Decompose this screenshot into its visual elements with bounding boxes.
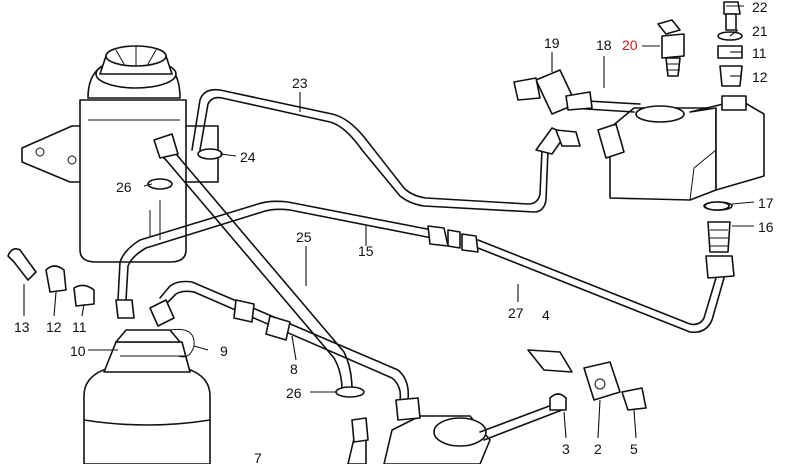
pipe-15 <box>115 200 479 319</box>
fluid-reservoir <box>21 45 219 263</box>
sensor-20 <box>657 19 685 77</box>
label-4: 4 <box>542 307 550 323</box>
label-13: 13 <box>14 319 30 335</box>
label-9: 9 <box>220 343 228 359</box>
bracket-assembly <box>527 349 647 411</box>
pipe-25 <box>153 133 353 391</box>
label-22: 22 <box>752 0 768 15</box>
label-27: 27 <box>508 305 524 321</box>
label-20: 20 <box>622 37 638 53</box>
label-19: 19 <box>544 35 560 51</box>
valve-housing <box>569 95 765 201</box>
label-25: 25 <box>296 229 312 245</box>
label-21: 21 <box>752 23 768 39</box>
label-24: 24 <box>240 149 256 165</box>
label-11-left: 11 <box>72 319 87 335</box>
leader-lines <box>23 5 755 439</box>
label-18: 18 <box>596 37 612 53</box>
label-23: 23 <box>292 75 308 91</box>
label-12-left: 12 <box>46 319 62 335</box>
label-8: 8 <box>290 361 298 377</box>
pipe-23 <box>191 88 581 213</box>
label-3: 3 <box>562 441 570 457</box>
part-number-labels: 22 21 11 12 19 18 20 23 24 26 17 16 15 2… <box>14 0 774 466</box>
pressure-accumulator <box>83 328 211 465</box>
fittings-left <box>7 248 95 307</box>
label-11-top: 11 <box>752 45 767 61</box>
pipe-8 <box>149 280 410 401</box>
label-12-top: 12 <box>752 69 768 85</box>
label-17: 17 <box>758 195 774 211</box>
label-7: 7 <box>254 450 262 464</box>
label-16: 16 <box>758 219 774 235</box>
label-2: 2 <box>594 441 602 457</box>
screw-stack <box>717 1 743 87</box>
clips <box>147 148 730 398</box>
pressure-switch <box>513 69 593 115</box>
label-10: 10 <box>70 343 86 359</box>
label-5: 5 <box>630 441 638 457</box>
label-26-top: 26 <box>116 179 132 195</box>
label-15: 15 <box>358 243 374 259</box>
label-26-bottom: 26 <box>286 385 302 401</box>
pump-assembly <box>347 397 563 465</box>
